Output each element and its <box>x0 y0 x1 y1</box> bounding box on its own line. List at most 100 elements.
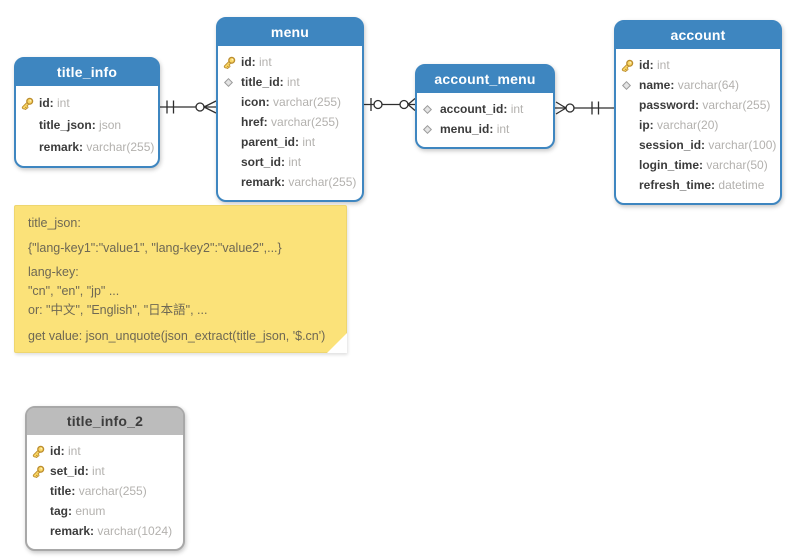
field-row[interactable]: sort_idint <box>223 152 356 172</box>
field-name: remark <box>241 175 288 189</box>
field-name: icon <box>241 95 273 109</box>
field-row[interactable]: refresh_timedatetime <box>621 175 774 195</box>
field-type: int <box>302 135 316 149</box>
field-type: varchar(255) <box>271 115 340 129</box>
field-type: varchar(255) <box>78 484 147 498</box>
field-row[interactable]: remarkvarchar(255) <box>223 172 356 192</box>
field-row[interactable]: remarkvarchar(255) <box>21 136 155 158</box>
field-name: title_json <box>39 118 99 132</box>
relation-account_menu-account[interactable] <box>555 101 614 115</box>
diamond-icon <box>621 80 639 91</box>
field-row[interactable]: set_idint <box>32 461 177 481</box>
primary-key-icon <box>32 444 50 458</box>
note-line: {"lang-key1":"value1", "lang-key2":"valu… <box>28 241 282 255</box>
primary-key-icon <box>21 96 39 110</box>
field-name: set_id <box>50 464 92 478</box>
diamond-icon <box>422 104 440 115</box>
field-name: title <box>50 484 79 498</box>
table-fields: idint set_idint titlevarchar(255) tagenu… <box>27 435 183 549</box>
note-line: "cn", "en", "jp" ... <box>28 284 120 298</box>
field-type: varchar(100) <box>708 138 777 152</box>
table-menu[interactable]: menu idint title_idint iconvarchar(255) … <box>216 17 364 202</box>
field-type: varchar(1024) <box>97 524 173 538</box>
field-row[interactable]: passwordvarchar(255) <box>621 95 774 115</box>
field-type: int <box>92 464 105 478</box>
primary-key-icon <box>621 58 639 72</box>
field-type: datetime <box>718 178 765 192</box>
field-type: varchar(64) <box>677 78 740 92</box>
field-row[interactable]: session_idvarchar(100) <box>621 135 777 155</box>
table-fields: idint namevarchar(64) passwordvarchar(25… <box>616 49 780 203</box>
field-row[interactable]: menu_idint <box>422 119 547 139</box>
relation-menu-account_menu[interactable] <box>364 98 416 111</box>
note-line: lang-key: <box>28 265 79 279</box>
table-title_info_2[interactable]: title_info_2 idint set_idint titlevarcha… <box>25 406 185 551</box>
diamond-icon <box>422 124 440 135</box>
table-title[interactable]: title_info_2 <box>27 408 183 435</box>
field-type: int <box>287 75 300 89</box>
field-name: login_time <box>639 158 706 172</box>
field-row[interactable]: idint <box>621 55 774 75</box>
field-row[interactable]: namevarchar(64) <box>621 75 774 95</box>
note-line: or: "中文", "English", "日本語", ... <box>28 303 208 317</box>
field-row[interactable]: parent_idint <box>223 132 356 152</box>
note-line: title_json: <box>28 216 81 230</box>
note-line: get value: json_unquote(json_extract(tit… <box>28 329 326 343</box>
field-row[interactable]: title_jsonjson <box>21 114 152 136</box>
field-type: varchar(255) <box>702 98 771 112</box>
relation-title_info-menu[interactable] <box>160 100 217 114</box>
field-type: varchar(255) <box>86 140 155 154</box>
field-row[interactable]: title_idint <box>223 72 356 92</box>
field-type: int <box>68 444 81 458</box>
field-type: varchar(255) <box>273 95 342 109</box>
table-title[interactable]: account_menu <box>417 66 553 93</box>
table-title_info[interactable]: title_info idint title_jsonjson remarkva… <box>14 57 160 168</box>
field-row[interactable]: idint <box>32 441 177 461</box>
field-name: parent_id <box>241 135 302 149</box>
primary-key-icon <box>32 464 50 478</box>
field-type: int <box>288 155 302 169</box>
field-type: int <box>57 96 70 110</box>
table-account_menu[interactable]: account_menu account_idint menu_idint <box>415 64 555 149</box>
field-row[interactable]: hrefvarchar(255) <box>223 112 356 132</box>
field-row[interactable]: account_idint <box>422 99 547 119</box>
field-type: varchar(20) <box>657 118 719 132</box>
field-name: ip <box>639 118 657 132</box>
table-account[interactable]: account idint namevarchar(64) passwordva… <box>614 20 782 205</box>
field-row[interactable]: ipvarchar(20) <box>621 115 774 135</box>
field-type: json <box>99 118 122 132</box>
field-row[interactable]: titlevarchar(255) <box>32 481 177 501</box>
field-name: session_id <box>639 138 708 152</box>
table-title[interactable]: title_info <box>16 59 158 86</box>
field-row[interactable]: idint <box>21 92 152 114</box>
field-name: id <box>39 96 57 110</box>
sticky-note[interactable]: title_json: {"lang-key1":"value1", "lang… <box>14 205 347 353</box>
table-fields: idint title_idint iconvarchar(255) hrefv… <box>218 46 362 200</box>
field-name: title_id <box>241 75 287 89</box>
field-name: tag <box>50 504 75 518</box>
field-type: int <box>657 58 670 72</box>
field-name: href <box>241 115 271 129</box>
field-type: enum <box>75 504 106 518</box>
field-type: int <box>496 122 510 136</box>
field-type: varchar(50) <box>706 158 768 172</box>
field-name: menu_id <box>440 122 497 136</box>
field-name: id <box>639 58 657 72</box>
diamond-icon <box>223 77 241 88</box>
field-name: refresh_time <box>639 178 718 192</box>
table-title[interactable]: account <box>616 22 780 49</box>
field-name: account_id <box>440 102 511 116</box>
table-title[interactable]: menu <box>218 19 362 46</box>
field-type: int <box>259 55 272 69</box>
field-type: int <box>510 102 524 116</box>
table-fields: idint title_jsonjson remarkvarchar(255) <box>16 86 158 166</box>
field-name: remark <box>39 140 86 154</box>
field-row[interactable]: iconvarchar(255) <box>223 92 356 112</box>
table-fields: account_idint menu_idint <box>417 93 553 147</box>
field-row[interactable]: tagenum <box>32 501 177 521</box>
field-row[interactable]: login_timevarchar(50) <box>621 155 774 175</box>
field-name: name <box>639 78 678 92</box>
field-row[interactable]: idint <box>223 52 356 72</box>
field-row[interactable]: remarkvarchar(1024) <box>32 521 177 541</box>
